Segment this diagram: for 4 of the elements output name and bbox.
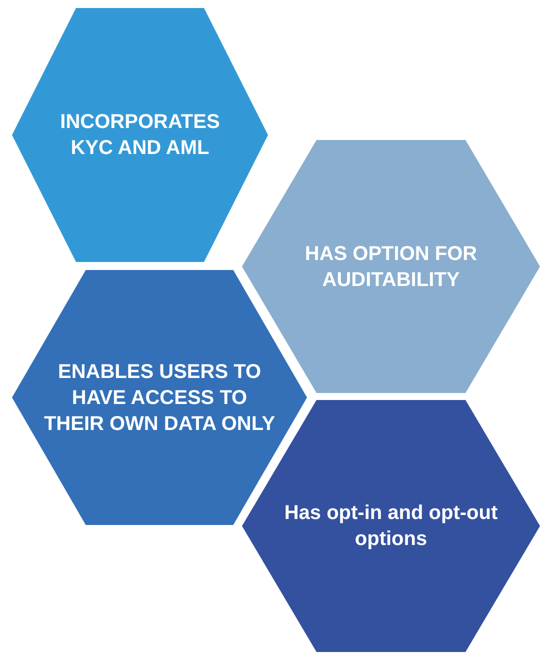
hexagon-label: ENABLES USERS TO HAVE ACCESS TO THEIR OWN DATA ONLY: [42, 360, 276, 436]
hexagon-label: Has opt-in and opt-out options: [283, 501, 499, 552]
hexagon-label: INCORPORATES KYC AND AML: [59, 110, 221, 161]
hexagon-label: HAS OPTION FOR AUDITABILITY: [304, 242, 478, 292]
